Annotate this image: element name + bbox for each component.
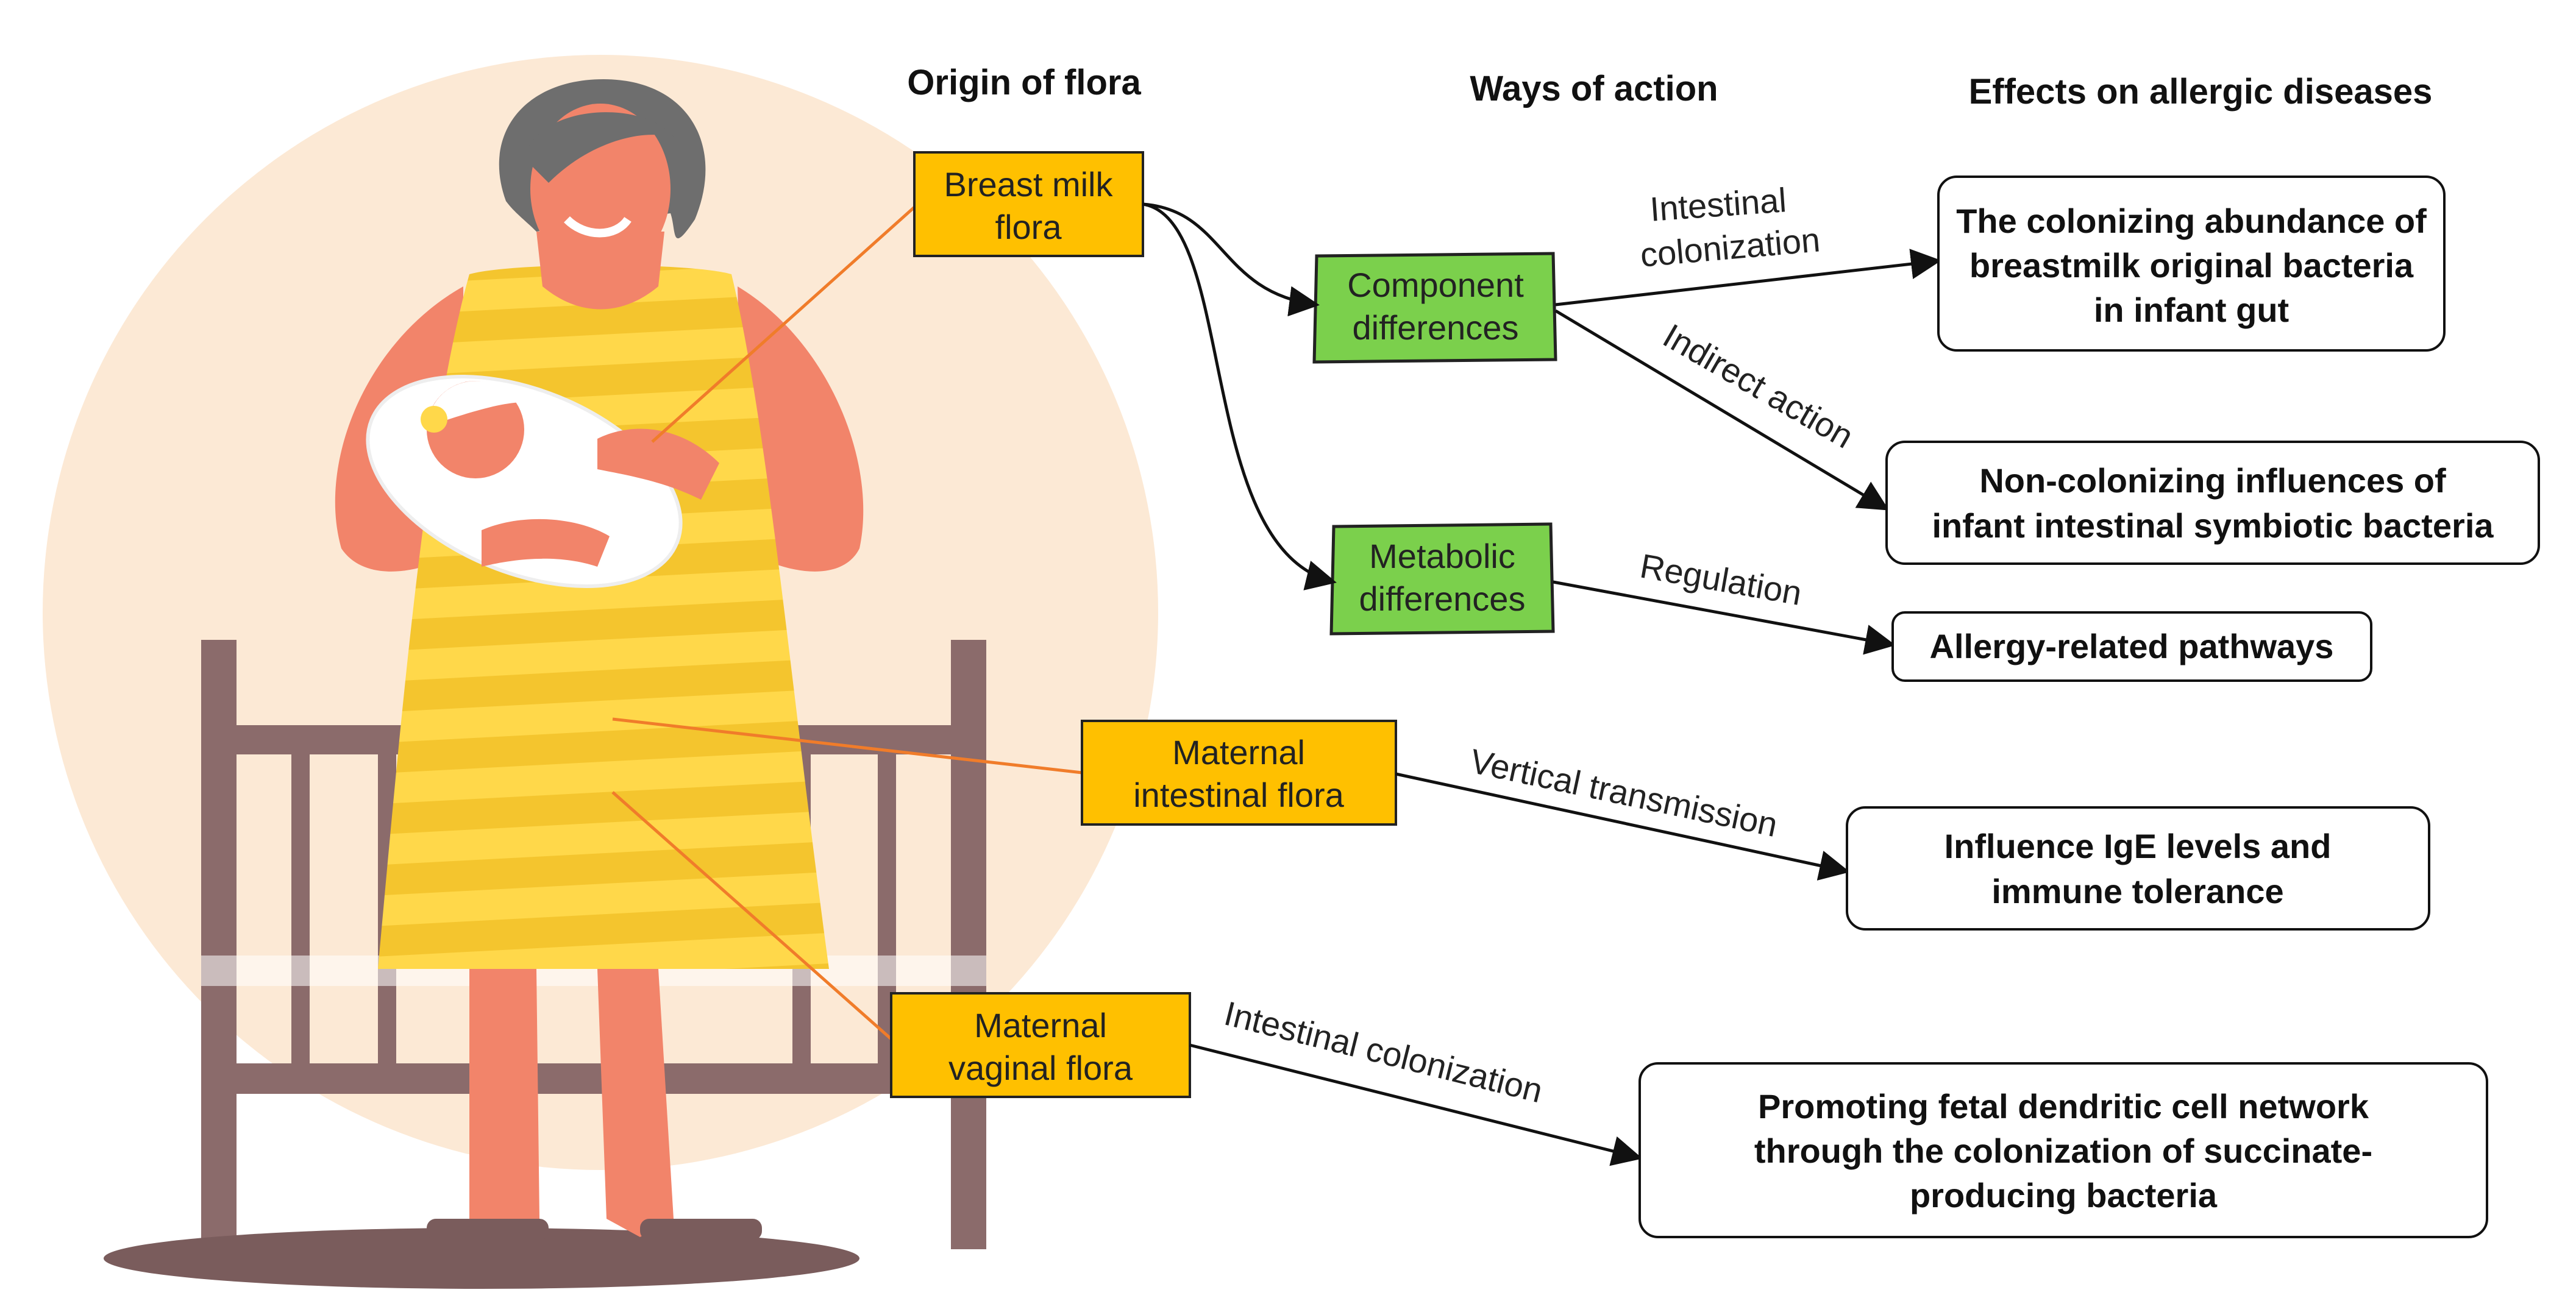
effect-dendritic-line-2: through the colonization of succinate- <box>1754 1132 2372 1170</box>
floor-shadow <box>104 1228 859 1289</box>
arrow-component-to-noncolonizing <box>1554 309 1890 511</box>
effect-colonizing-line-3: in infant gut <box>2094 291 2289 329</box>
effect-colonizing-line-1: The colonizing abundance of <box>1956 202 2427 240</box>
legs <box>427 969 762 1240</box>
effect-non-colonizing-line-1: Non-colonizing influences of <box>1979 461 2446 500</box>
effect-box-dendritic-network: Promoting fetal dendritic cell network t… <box>1638 1062 2488 1238</box>
header-ways: Ways of action <box>1470 69 1718 108</box>
source-breast-milk-line-1: Breast milk <box>944 165 1114 204</box>
source-breast-milk-line-2: flora <box>995 208 1062 246</box>
source-maternal-intestinal-line-1: Maternal <box>1172 733 1305 771</box>
effect-box-ige-levels: Influence IgE levels and immune toleranc… <box>1846 806 2430 931</box>
source-maternal-intestinal-line-2: intestinal flora <box>1133 776 1344 814</box>
edge-label-intestinal-colonization-1a: Intestinal <box>1649 180 1788 228</box>
edge-label-vertical-transmission: Vertical transmission <box>1467 742 1781 844</box>
hand-bottom <box>482 519 610 567</box>
baby-cap <box>427 381 524 427</box>
mechanism-metabolic-line-1: Metabolic <box>1369 537 1515 575</box>
effect-ige-line-2: immune tolerance <box>1991 872 2283 910</box>
header-origin: Origin of flora <box>907 63 1141 102</box>
source-box-breast-milk: Breast milk flora <box>913 151 1144 257</box>
connector-maternal-intestinal <box>612 717 1083 775</box>
connector-breast-milk <box>651 206 916 443</box>
connector-maternal-vaginal <box>611 791 892 1040</box>
edge-label-indirect-action: Indirect action <box>1657 316 1860 456</box>
arrow-breastmilk-to-component <box>1142 202 1320 317</box>
effect-box-non-colonizing: Non-colonizing influences of infant inte… <box>1885 441 2540 565</box>
mother-illustration <box>43 55 1158 1289</box>
effect-box-colonizing-abundance: The colonizing abundance of breastmilk o… <box>1937 176 2446 352</box>
smile <box>564 216 632 238</box>
source-box-maternal-vaginal: Maternal vaginal flora <box>890 992 1191 1098</box>
hair-fringe <box>524 112 677 183</box>
arrow-metabolic-to-pathways <box>1553 580 1896 655</box>
mechanism-component-line-2: differences <box>1353 308 1519 347</box>
arrow-vaginal-to-dendritic <box>1189 1043 1643 1166</box>
effect-colonizing-line-2: breastmilk original bacteria <box>1969 246 2414 285</box>
arrow-intestinal-to-ige <box>1395 772 1850 881</box>
effect-dendritic-line-1: Promoting fetal dendritic cell network <box>1758 1087 2369 1126</box>
arrow-breastmilk-to-metabolic <box>1142 202 1337 590</box>
effect-ige-line-1: Influence IgE levels and <box>1944 827 2332 865</box>
crib <box>201 640 986 1249</box>
effect-dendritic-line-3: producing bacteria <box>1910 1176 2218 1214</box>
source-maternal-vaginal-line-1: Maternal <box>974 1006 1107 1044</box>
source-connectors <box>611 206 1083 1040</box>
edge-label-intestinal-colonization-1b: colonization <box>1638 220 1821 274</box>
source-maternal-vaginal-line-2: vaginal flora <box>948 1049 1133 1087</box>
hand-top <box>597 428 719 500</box>
mechanism-box-component: Component differences <box>1312 252 1557 364</box>
effect-allergy-pathways-line-1: Allergy-related pathways <box>1930 627 2334 665</box>
arrow-component-to-colonizing <box>1555 249 1941 307</box>
source-box-maternal-intestinal: Maternal intestinal flora <box>1081 720 1397 826</box>
mechanism-metabolic-line-2: differences <box>1359 580 1526 618</box>
flow-arrows <box>1142 202 1941 1166</box>
mechanism-box-metabolic: Metabolic differences <box>1329 522 1555 636</box>
effect-non-colonizing-line-2: infant intestinal symbiotic bacteria <box>1932 506 2494 545</box>
header-effects: Effects on allergic diseases <box>1969 72 2433 112</box>
mechanism-component-line-1: Component <box>1347 266 1524 304</box>
baby-bow <box>421 406 447 433</box>
effect-box-allergy-pathways: Allergy-related pathways <box>1891 611 2372 682</box>
